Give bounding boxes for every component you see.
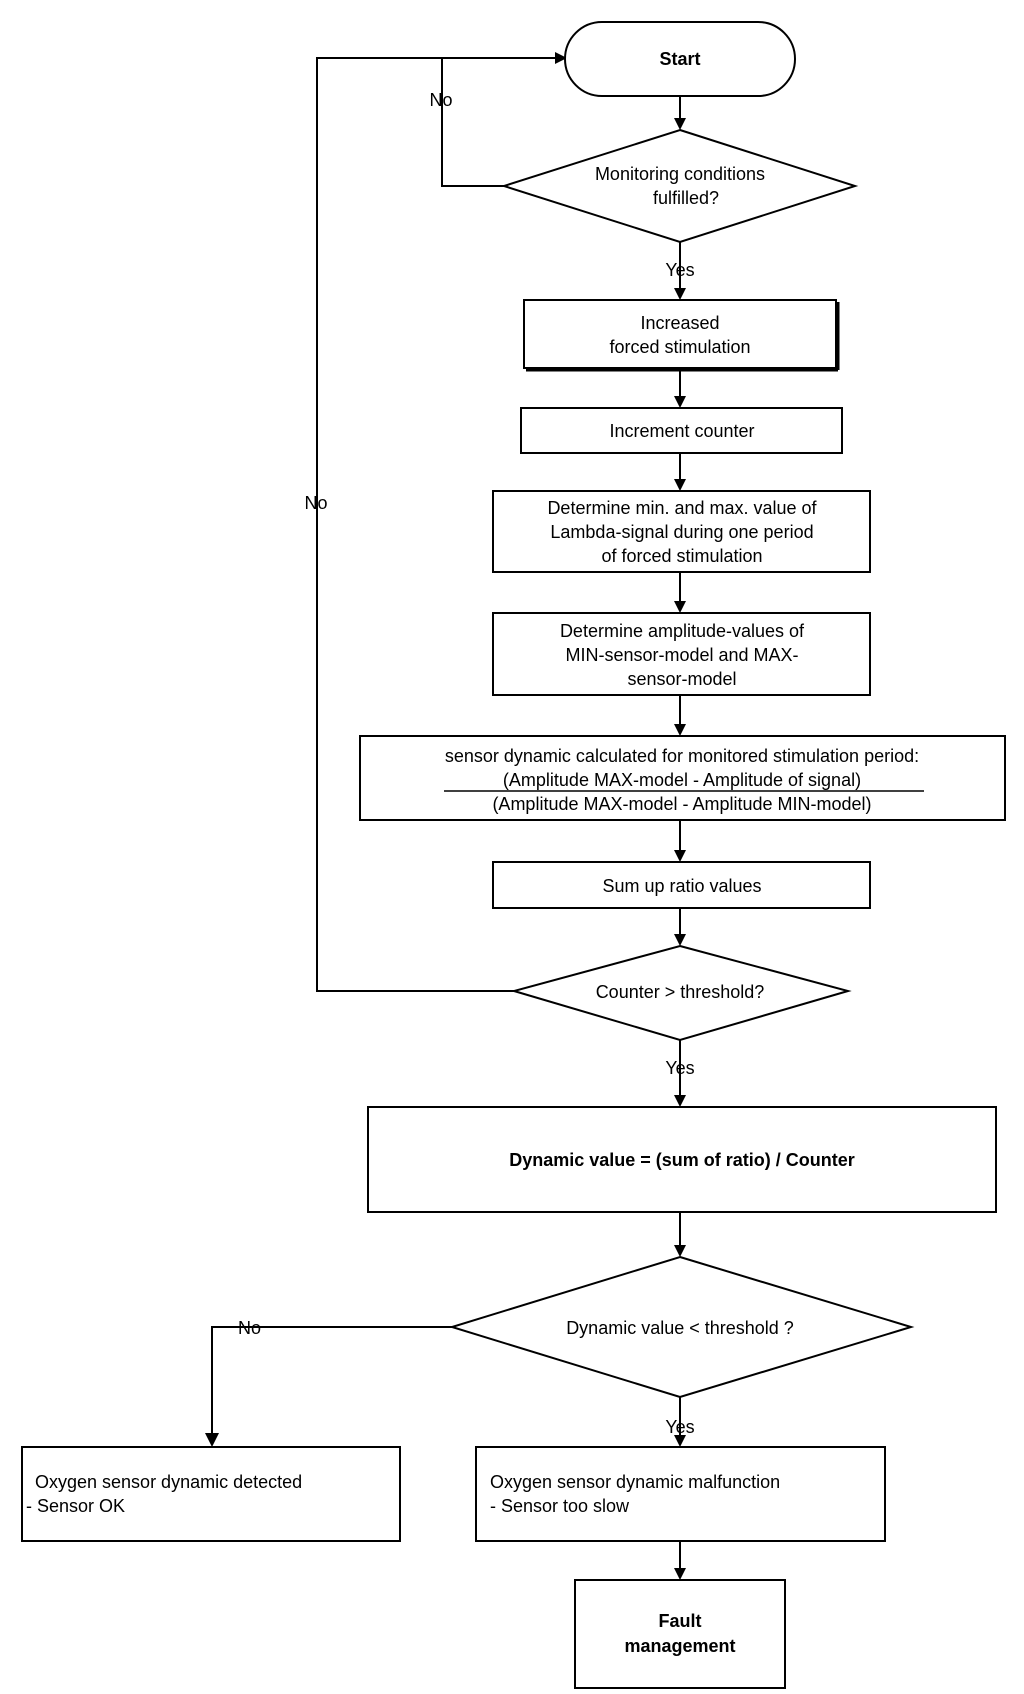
arrow-to-monitoring	[674, 118, 686, 130]
sum-up-label: Sum up ratio values	[602, 876, 761, 896]
counter-yes-label: Yes	[665, 1058, 694, 1078]
arrow-to-amplitude	[674, 601, 686, 613]
dynamic-value-label: Dynamic value = (sum of ratio) / Counter	[509, 1150, 855, 1170]
arrow-to-increased	[674, 288, 686, 300]
monitoring-no-label: No	[429, 90, 452, 110]
sensor-ok-box	[21, 1446, 401, 1542]
start-terminator	[564, 21, 796, 97]
fault-label-line2: management	[624, 1636, 735, 1656]
arrow-monitoring-no-to-start	[555, 52, 567, 64]
edge-labels: No Yes No Yes No Yes	[238, 90, 695, 1437]
shapes	[21, 21, 1006, 1689]
dynamic-decision-label: Dynamic value < threshold ?	[566, 1318, 794, 1338]
sensor-ok-label-line1: Oxygen sensor dynamic detected	[35, 1472, 302, 1492]
malfunction-box	[475, 1446, 886, 1542]
arrow-to-increment	[674, 396, 686, 408]
amplitude-label-line2: MIN-sensor-model and MAX-	[565, 645, 798, 665]
counter-decision-label: Counter > threshold?	[596, 982, 765, 1002]
increment-label: Increment counter	[609, 421, 754, 441]
amplitude-label-line3: sensor-model	[627, 669, 736, 689]
sum-up-box	[492, 861, 871, 909]
arrow-to-counter	[674, 934, 686, 946]
arrow-to-minmax	[674, 479, 686, 491]
calc-label-denominator: (Amplitude MAX-model - Amplitude MIN-mod…	[492, 794, 871, 814]
minmax-label-line3: of forced stimulation	[601, 546, 762, 566]
arrow-to-calc	[674, 724, 686, 736]
increased-label-line2: forced stimulation	[609, 337, 750, 357]
start-label: Start	[659, 49, 700, 69]
malfunction-label-line1: Oxygen sensor dynamic malfunction	[490, 1472, 780, 1492]
dynamic-decision	[448, 1255, 915, 1399]
increased-label-line1: Increased	[640, 313, 719, 333]
dynamic-calc-box	[359, 735, 1006, 821]
monitoring-yes-label: Yes	[665, 260, 694, 280]
node-labels: Start Monitoring conditions fulfilled? I…	[26, 49, 924, 1656]
monitoring-label-line1: Monitoring conditions	[595, 164, 765, 184]
sensor-ok-label-line2: - Sensor OK	[26, 1496, 125, 1516]
edge-counter-no-loop	[316, 57, 514, 992]
determine-minmax-box	[492, 490, 871, 573]
arrow-to-dynamic-value	[674, 1095, 686, 1107]
arrow-to-dynamic-check	[674, 1245, 686, 1257]
edge-monitoring-no-loop	[441, 57, 557, 187]
increment-counter-box	[520, 407, 843, 454]
amplitude-label-line1: Determine amplitude-values of	[560, 621, 805, 641]
counter-no-label: No	[304, 493, 327, 513]
minmax-label-line1: Determine min. and max. value of	[547, 498, 817, 518]
arrow-to-sumup	[674, 850, 686, 862]
monitoring-decision	[500, 128, 859, 244]
determine-amplitude-box	[492, 612, 871, 696]
fault-label-line1: Fault	[659, 1611, 702, 1631]
counter-decision	[510, 944, 852, 1042]
malfunction-label-line2: - Sensor too slow	[490, 1496, 630, 1516]
increased-stimulation-box	[523, 299, 837, 369]
dynamic-yes-label: Yes	[665, 1417, 694, 1437]
monitoring-label-line2: fulfilled?	[653, 188, 719, 208]
minmax-label-line2: Lambda-signal during one period	[550, 522, 813, 542]
calc-label-line1: sensor dynamic calculated for monitored …	[445, 746, 919, 766]
connectors	[205, 52, 686, 1580]
edge-dynamic-no	[211, 1326, 452, 1435]
arrow-to-malfunction	[674, 1435, 686, 1447]
calc-label-numerator: (Amplitude MAX-model - Amplitude of sign…	[503, 770, 861, 790]
arrow-to-sensor-ok	[205, 1433, 219, 1447]
dynamic-no-label: No	[238, 1318, 261, 1338]
dynamic-value-box	[367, 1106, 997, 1213]
fault-management-box	[574, 1579, 786, 1689]
arrow-to-fault	[674, 1568, 686, 1580]
